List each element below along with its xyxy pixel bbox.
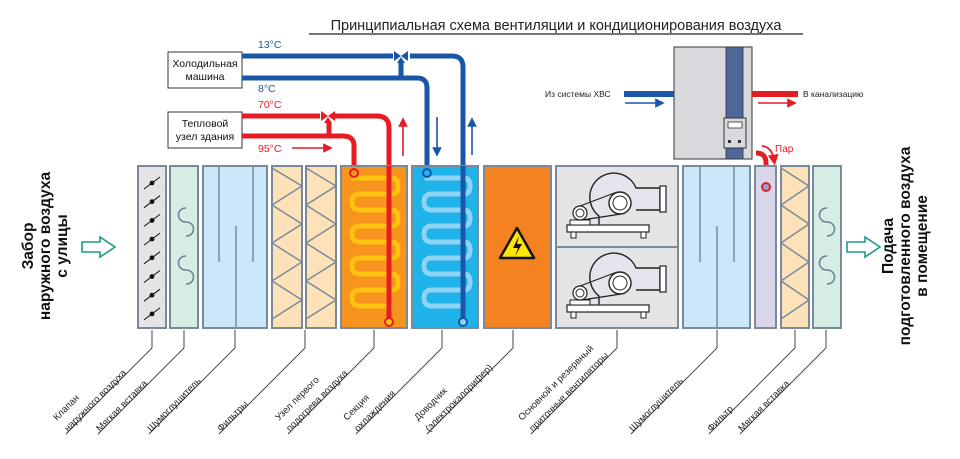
diagram-title: Принципиальная схема вентиляции и кондиц… [331,18,783,34]
supply-label: Подача подготовленного воздуха в помещен… [880,146,931,345]
chiller-label-1: Холодильная [172,58,237,70]
section-soft-insert-1 [169,165,199,329]
leader-line [739,330,827,435]
damper-pivot [149,274,155,279]
fan-icon [566,172,667,239]
leader-line [287,330,375,435]
leader-line [355,330,443,435]
leader-line [426,330,514,435]
cold-three-way-valve-icon [394,51,408,63]
cold-water-pipes [242,53,466,322]
heat-node-label-2: узел здания [176,131,234,143]
supply-arrow-icon [846,235,882,259]
section-soft-insert-2 [812,165,842,329]
svg-text:в помещение: в помещение [914,195,931,297]
leader-line [148,330,236,435]
hot-water-pipes [242,113,392,322]
caption-filters: Фильтры [215,399,250,434]
caption-soft-insert-2: Мягкая вставка [736,378,792,434]
heat-node-label-1: Тепловой [182,118,229,130]
chiller-label-2: машина [186,71,225,83]
chiller-return-temp: 8°C [258,83,276,95]
section-reheater [483,165,552,329]
leader-line [630,330,718,435]
leader-line [218,330,306,435]
section-damper [137,165,167,329]
water-inlet-label: Из системы ХВС [545,89,611,99]
section-humidifier [754,165,777,329]
drain-pipe [752,91,798,97]
steam-label: Пар [775,144,794,155]
cold-water-inlet-pipe [624,91,674,97]
intake-label: Забор наружного воздуха с улицы [20,171,71,320]
damper-pivot [149,292,155,298]
caption-filter: Фильтр [705,404,735,434]
section-filter [779,165,811,329]
chiller-supply-temp: 13°C [258,39,282,51]
leader-line [708,330,796,435]
section-fans [555,165,679,329]
svg-text:Подача: Подача [880,218,897,274]
chiller-box: Холодильная машина [167,51,243,89]
intake-arrow-icon [81,235,117,259]
humidifier-display [727,121,743,129]
steam-arrow-icon [761,145,779,166]
section-preheater [340,165,408,329]
section-silencer-2 [682,165,751,329]
caption-leaders [65,330,827,435]
damper-pivot [149,311,155,317]
damper-pivot [149,199,155,205]
damper-pivot [149,236,155,242]
caption-silencer-1: Шумоглушитель [145,376,203,434]
heat-supply-temp: 70°C [258,99,282,111]
air-handling-unit [137,165,842,329]
svg-text:с улицы: с улицы [54,214,71,277]
section-cooling [411,165,479,329]
svg-text:Забор: Забор [20,223,37,270]
damper-pivot [149,218,155,223]
steam-pipe [755,150,769,185]
steam-humidifier [673,46,753,160]
heat-node-box: Тепловой узел здания [167,111,243,149]
leader-line [530,330,618,435]
section-filters [270,165,338,329]
damper-pivot [149,180,155,186]
leader-line [65,330,153,435]
fan-icon [566,252,667,319]
damper-pivot [149,255,155,261]
hot-three-way-valve-icon [321,111,335,123]
svg-text:подготовленного воздуха: подготовленного воздуха [897,146,914,345]
section-silencer-1 [202,165,268,329]
heat-return-temp: 95°C [258,143,282,155]
water-drain-label: В канализацию [803,89,864,99]
svg-text:наружного воздуха: наружного воздуха [37,171,54,320]
caption-silencer-2: Шумоглушитель [627,376,685,434]
leader-line [97,330,185,435]
